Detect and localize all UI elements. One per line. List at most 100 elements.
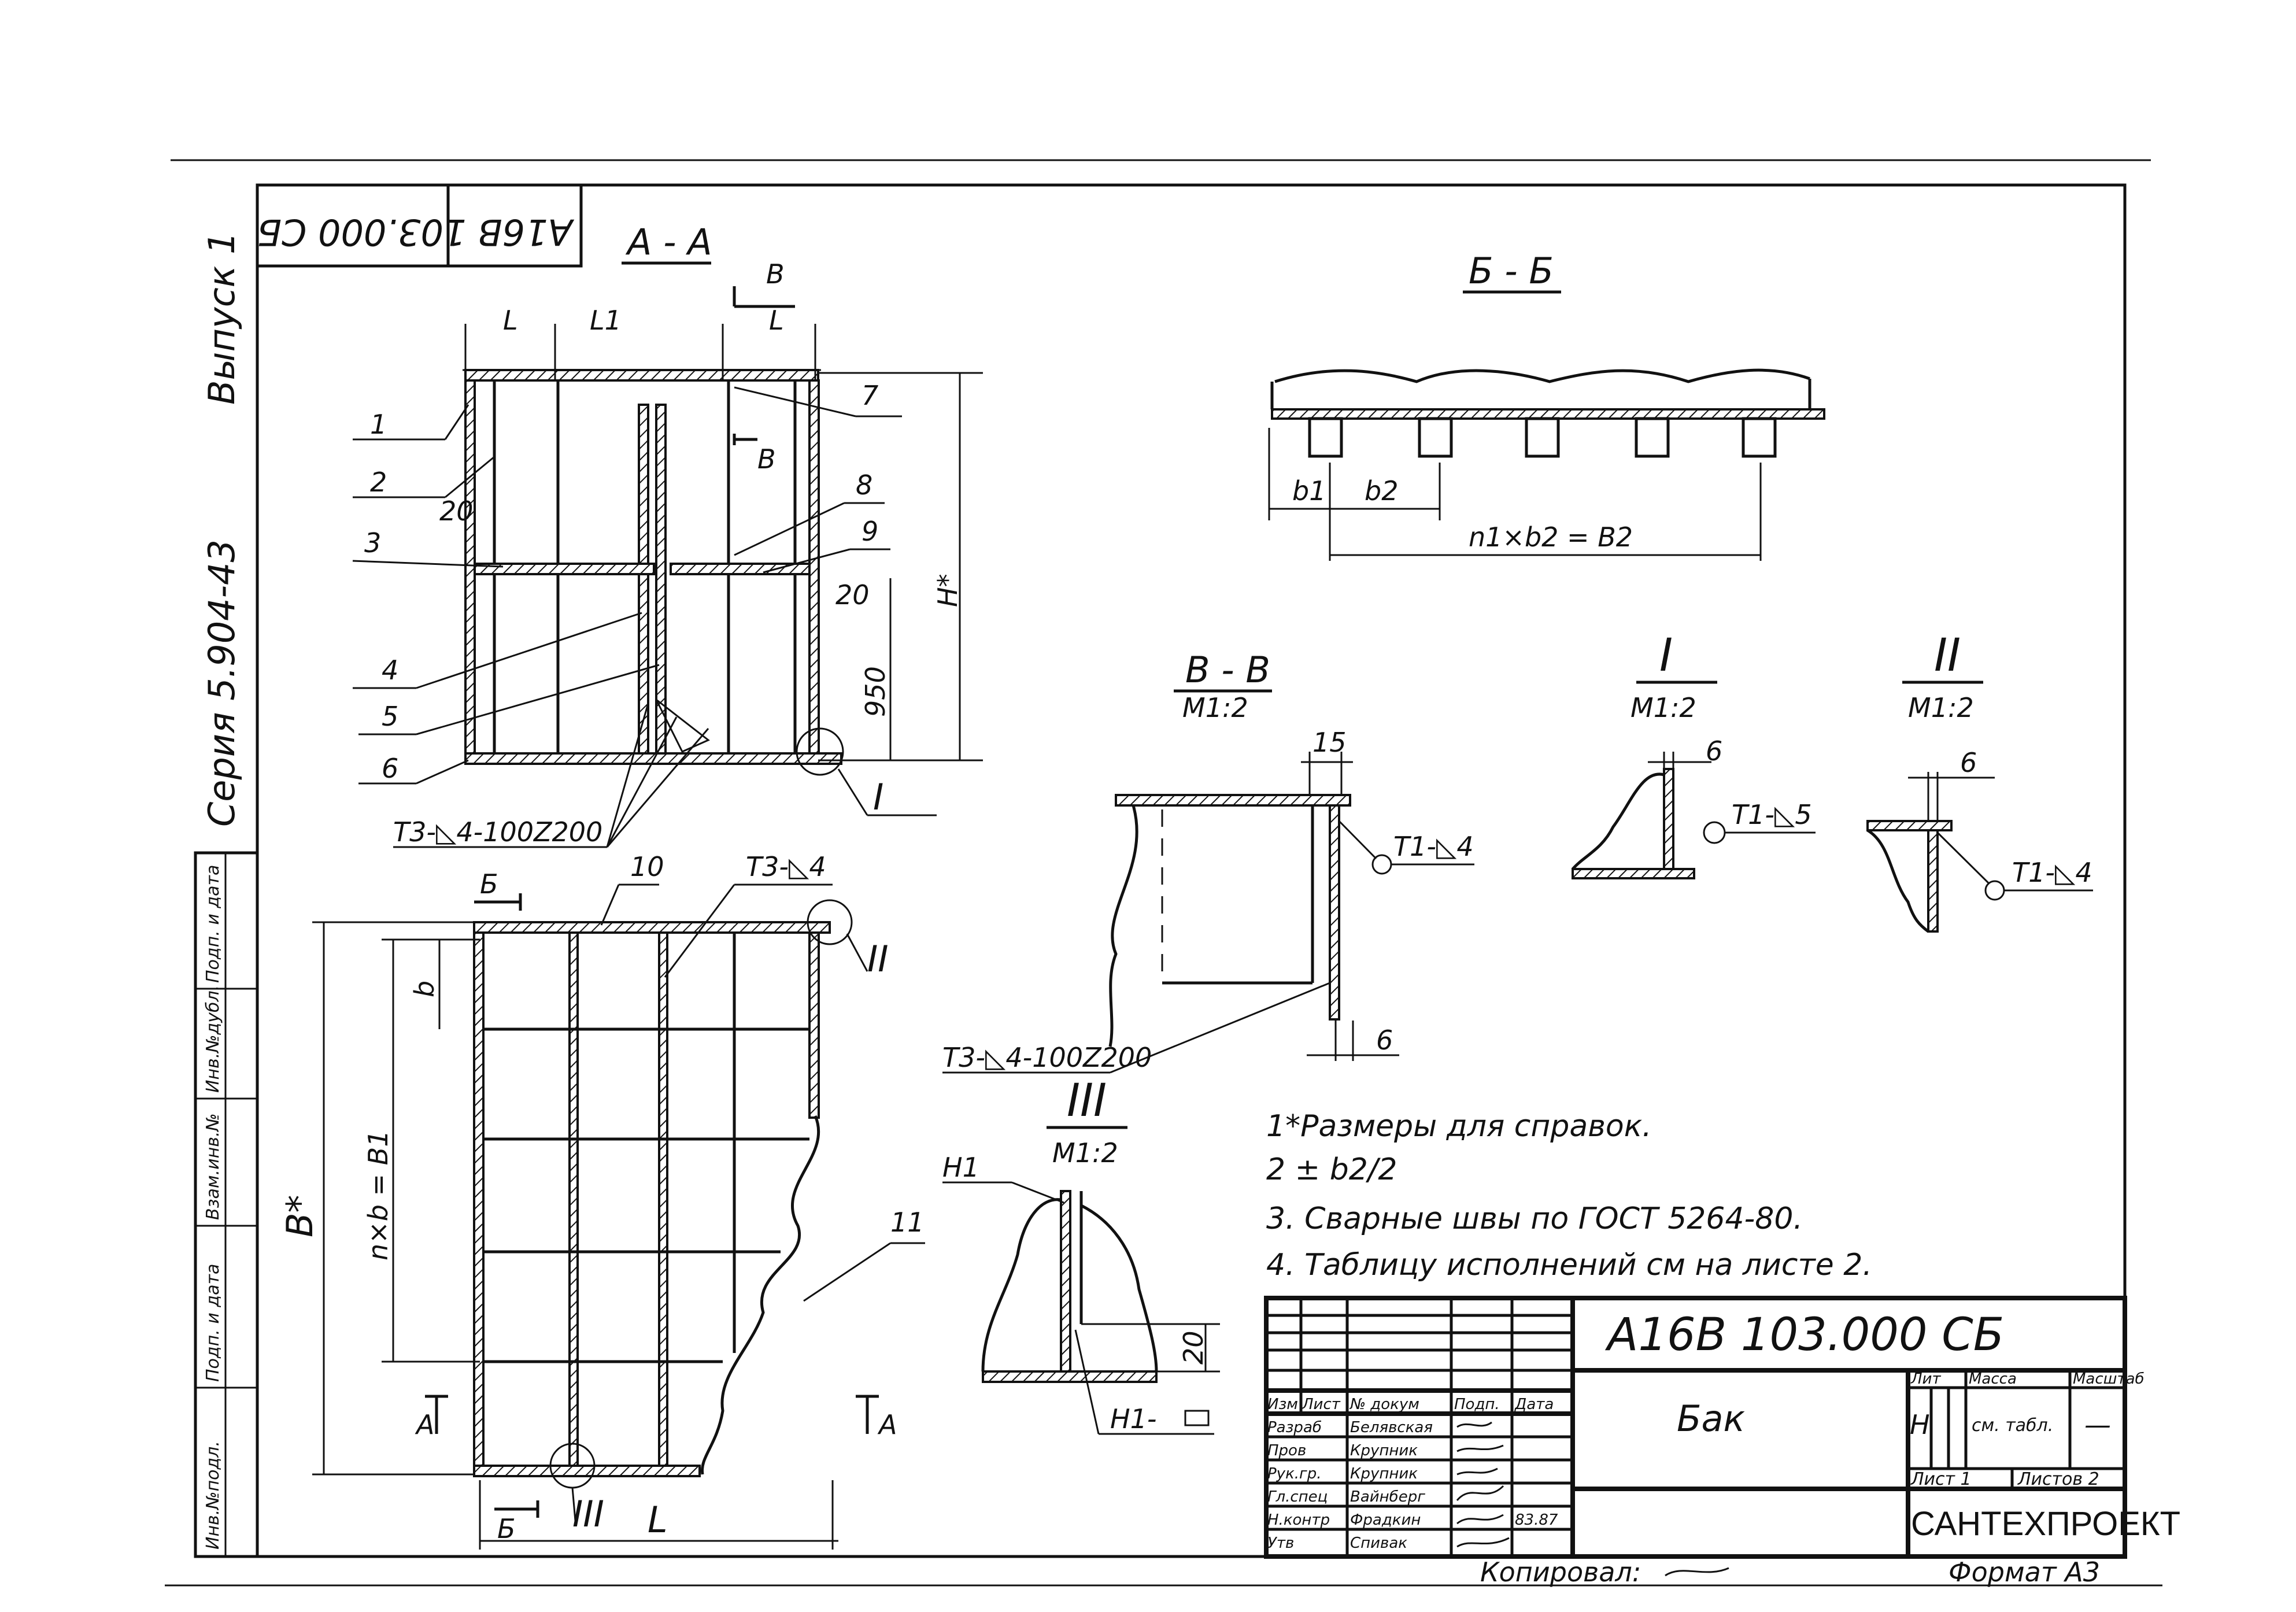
tb-row-role: Рук.гр. <box>1267 1465 1321 1482</box>
section-a-a: А - А L L1 L H* 950 20 20 <box>352 221 983 848</box>
note-3: 3. Сварные швы по ГОСТ 5264-80. <box>1266 1201 1803 1236</box>
tb-row-name: Крупник <box>1350 1465 1418 1482</box>
callouts-a-a: 1 2 3 4 5 6 7 8 9 <box>352 380 902 785</box>
tb-head-data: Дата <box>1514 1396 1554 1413</box>
detail-ii: II М1:2 6 Т1-◺4 <box>1866 630 2093 933</box>
tb-row-name: Фрадкин <box>1350 1511 1421 1529</box>
section-a-mark-right: А <box>877 1409 897 1440</box>
callout-2: 2 <box>370 467 387 498</box>
weld-callout-detail-ii: Т1-◺4 <box>2012 857 2092 888</box>
detail-i-scale: М1:2 <box>1631 692 1696 723</box>
tb-masshtab-label: Масштаб <box>2073 1370 2145 1388</box>
side-col-podp-data: Подп. и дата <box>203 1264 223 1382</box>
tb-row-role: Н.контр <box>1267 1511 1330 1529</box>
dim-6-v-v: 6 <box>1376 1025 1393 1056</box>
dim-l1: L1 <box>590 305 622 336</box>
top-stamp-text: А16В 103.000 СБ <box>257 211 575 253</box>
title-block-signatures <box>1456 1421 1510 1548</box>
section-b-mark-bottom: Б <box>497 1513 516 1544</box>
tb-row-role: Утв <box>1267 1535 1294 1552</box>
top-stamp: А16В 103.000 СБ <box>256 183 583 268</box>
dim-6-detail-i: 6 <box>1706 735 1722 767</box>
callout-1: 1 <box>370 409 387 440</box>
tb-head-izm: Изм <box>1267 1396 1298 1413</box>
footer: Копировал: Формат А3 <box>1480 1556 2100 1588</box>
tb-row-name: Вайнберг <box>1350 1488 1425 1506</box>
dim-950: 950 <box>860 666 891 717</box>
callout-6: 6 <box>382 753 398 784</box>
tb-row-role: Разраб <box>1267 1419 1322 1436</box>
section-v-mark-bottom: В <box>757 443 776 475</box>
section-b-mark-top: Б <box>480 868 498 900</box>
left-margin-strip: Инв.№подл. Подп. и дата Взам.инв.№ Инв.№… <box>194 232 259 1558</box>
section-v-v: В - В М1:2 15 Т1-◺4 6 Т3-◺4-100Z200 <box>942 649 1474 1074</box>
detail-iii: III М1:2 20 Н1 Н1- <box>942 1075 1220 1435</box>
side-seria: Серия 5.904-43 <box>201 539 243 827</box>
dim-20-right: 20 <box>835 579 870 611</box>
section-b-b: Б - Б b1 b2 n1×b2 = B2 <box>1268 250 1825 561</box>
dim-l-right: L <box>769 305 784 336</box>
weld-callout-detail-i: Т1-◺5 <box>1732 799 1812 830</box>
title-block-rows: Разраб Белявская Пров Крупник Рук.гр. Кр… <box>1267 1419 1558 1552</box>
tb-name: Бак <box>1677 1397 1746 1440</box>
note-4: 4. Таблицу исполнений см на листе 2. <box>1266 1248 1872 1282</box>
weld-callout-plan: Т3-◺4 <box>746 851 826 882</box>
detail-iii-scale: М1:2 <box>1052 1137 1118 1169</box>
detail-ii-title: II <box>1934 630 1961 682</box>
weld-h1-bottom-label: Н1- <box>1110 1403 1156 1434</box>
callout-11: 11 <box>890 1207 925 1238</box>
dim-15: 15 <box>1312 727 1347 758</box>
tb-row-name: Спивак <box>1350 1535 1407 1552</box>
dim-20-detail-iii: 20 <box>1178 1330 1209 1365</box>
section-a-mark-left: А <box>415 1409 434 1440</box>
tb-head-list: Лист <box>1302 1396 1341 1413</box>
section-a-a-label: А - А <box>625 221 712 263</box>
tb-massa-label: Масса <box>1969 1370 2017 1388</box>
tb-date-mark: 83.87 <box>1515 1511 1558 1529</box>
dim-b-star: B* <box>279 1195 321 1237</box>
detail-ii-ref: II <box>867 938 889 980</box>
side-col-vzam-inv: Взам.инв.№ <box>203 1113 223 1220</box>
dim-6-detail-ii: 6 <box>1960 747 1977 778</box>
note-1: 1*Размеры для справок. <box>1266 1109 1652 1144</box>
tb-row-name: Белявская <box>1350 1419 1433 1436</box>
section-v-v-label: В - В <box>1185 649 1270 691</box>
tb-list-label: Лист 1 <box>1910 1469 1972 1489</box>
section-v-v-scale: М1:2 <box>1182 692 1248 723</box>
dim-n1-b2: n1×b2 = B2 <box>1469 522 1633 553</box>
weld-callout-a-a: Т3-◺4-100Z200 <box>393 816 602 848</box>
callout-8: 8 <box>856 469 872 501</box>
dim-20-left: 20 <box>439 496 474 527</box>
weld-callout-v-v-2: Т3-◺4-100Z200 <box>942 1042 1152 1073</box>
section-b-b-legs <box>1308 417 1777 458</box>
title-block-grid <box>1266 1298 1573 1556</box>
tb-lit-value: Н <box>1910 1409 1930 1440</box>
side-col-inv-dubl: Инв.№дубл. <box>203 985 223 1093</box>
callout-7: 7 <box>862 380 878 411</box>
callout-9: 9 <box>862 516 878 547</box>
tb-designation: А16В 103.000 СБ <box>1604 1309 2004 1361</box>
note-2: 2 ± b2/2 <box>1266 1152 1397 1187</box>
footer-format: Формат А3 <box>1949 1556 2100 1588</box>
dim-l-left: L <box>503 305 518 336</box>
dim-l-bottom: L <box>648 1499 668 1541</box>
side-vypusk: Выпуск 1 <box>201 232 243 405</box>
callout-4: 4 <box>382 655 398 686</box>
detail-iii-title: III <box>1067 1075 1107 1127</box>
callout-3: 3 <box>364 527 381 559</box>
footer-kopiroval: Копировал: <box>1480 1556 1641 1588</box>
tb-listov-label: Листов 2 <box>2017 1469 2099 1489</box>
weld-callout-v-v: Т1-◺4 <box>1393 831 1474 862</box>
title-block-header: Изм Лист № докум Подп. Дата <box>1267 1396 1554 1413</box>
dim-b: b <box>409 981 440 997</box>
dim-nxb-b1: n×b = B1 <box>363 1130 394 1260</box>
side-col-podp-data-2: Подп. и дата <box>203 865 223 983</box>
detail-i-ref: I <box>873 776 883 818</box>
detail-ii-scale: М1:2 <box>1908 692 1974 723</box>
dim-h-star: H* <box>932 574 963 607</box>
detail-i-title: I <box>1659 630 1673 682</box>
detail-i: I М1:2 6 Т1-◺5 <box>1572 630 1816 879</box>
section-v-mark-top: В <box>766 258 785 290</box>
title-block: Изм Лист № докум Подп. Дата Разраб Беляв… <box>1264 1296 2180 1559</box>
